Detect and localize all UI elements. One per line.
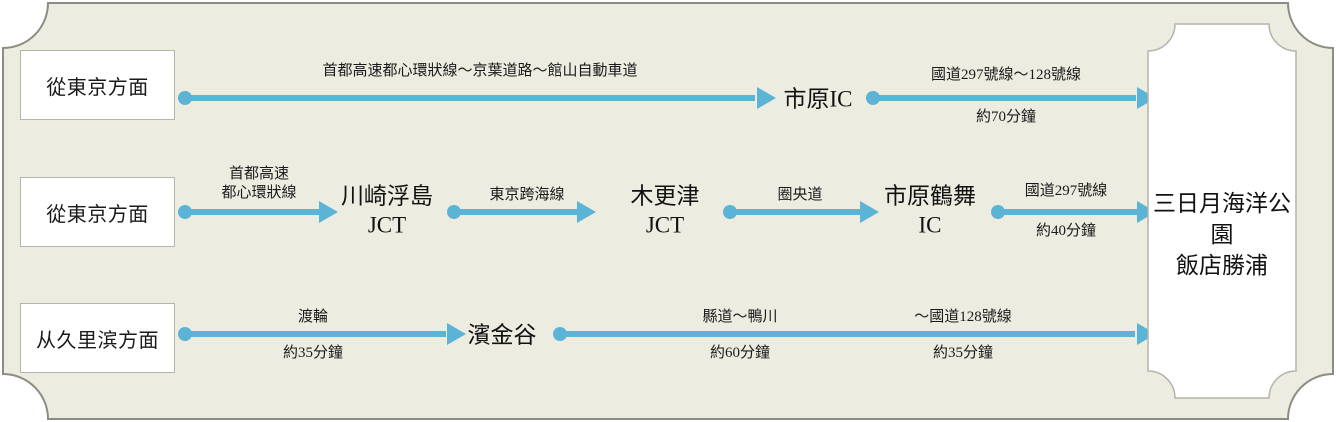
caption-row1-seg1-above: 首都高速都心環狀線～京葉道路～館山自動車道: [322, 63, 638, 79]
origin-box-row-2: 從東京方面: [20, 177, 175, 247]
caption-row3-seg1-below: 約35分鐘: [282, 345, 344, 361]
caption-row2-seg3-above: 圈央道: [777, 187, 823, 203]
caption-row2-seg4-above: 國道297號線: [1024, 183, 1108, 199]
arrow-head-icon: [447, 323, 466, 345]
arrow-row2-seg3: [723, 201, 879, 223]
arrow-shaft: [729, 209, 860, 215]
node-row2-kawasaki-ukishima-jct: 川崎浮島 JCT: [341, 183, 433, 238]
origin-box-row-1: 從東京方面: [20, 50, 175, 120]
arrow-shaft: [184, 331, 446, 337]
caption-row2-seg1-above: 首都高速 都心環狀線: [221, 166, 297, 201]
caption-row3-seg2-above: 縣道～鴨川: [702, 309, 778, 325]
arrow-head-icon: [860, 201, 879, 223]
arrow-shaft: [184, 209, 319, 215]
arrow-shaft: [997, 209, 1137, 215]
caption-row1-seg2-below: 約70分鐘: [975, 109, 1037, 125]
arrow-head-icon: [319, 201, 338, 223]
caption-row3-seg3-below: 約35分鐘: [932, 345, 994, 361]
arrow-row1-seg1: [178, 87, 776, 109]
arrow-shaft: [872, 95, 1136, 101]
caption-row2-seg4-below: 約40分鐘: [1035, 223, 1097, 239]
arrow-row3-seg1: [178, 323, 466, 345]
arrow-row2-seg1: [178, 201, 338, 223]
caption-row2-seg2-above: 東京跨海線: [489, 187, 565, 203]
arrow-head-icon: [757, 87, 776, 109]
arrow-shaft: [559, 331, 1135, 337]
caption-row3-seg2-below: 約60分鐘: [709, 345, 771, 361]
caption-row3-seg1-above: 渡輪: [297, 309, 329, 325]
node-row2-ichihara-tsurumai-ic: 市原鶴舞 IC: [884, 183, 976, 238]
node-row3-hamakanaya: 濱金谷: [467, 322, 537, 348]
arrow-row2-seg4: [991, 201, 1156, 223]
arrow-row3-seg2: [553, 323, 1156, 345]
arrow-row1-seg2: [866, 87, 1156, 109]
caption-row3-seg3-above: ～國道128號線: [914, 309, 1012, 325]
caption-row1-seg2-above: 國道297號線～128號線: [930, 67, 1082, 83]
arrow-shaft: [453, 209, 577, 215]
destination-label: 三日月海洋公園 飯店勝浦: [1153, 191, 1291, 279]
arrow-shaft: [184, 95, 755, 101]
arrow-head-icon: [577, 201, 596, 223]
arrow-row2-seg2: [447, 201, 596, 223]
destination-box: 三日月海洋公園 飯店勝浦: [1147, 23, 1297, 399]
node-row1-ichihara-ic: 市原IC: [783, 86, 853, 112]
origin-box-row-3: 从久里滨方面: [20, 303, 175, 373]
node-row2-kisarazu-jct: 木更津 JCT: [630, 183, 700, 238]
